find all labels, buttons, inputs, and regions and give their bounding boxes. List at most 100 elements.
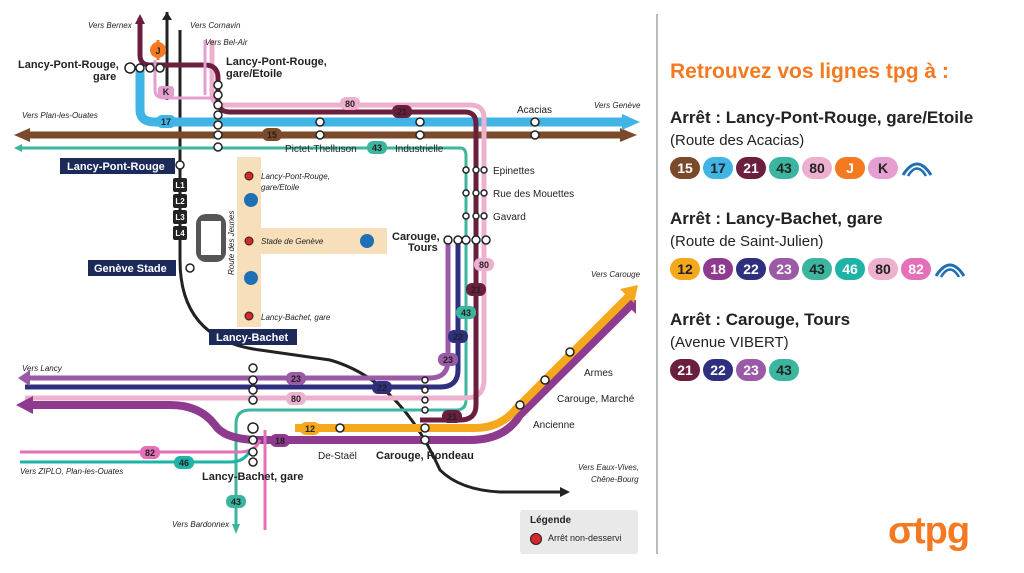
- logo-swoosh-icon: σ: [888, 510, 914, 552]
- svg-text:Stade de Genève: Stade de Genève: [261, 237, 324, 246]
- svg-text:22: 22: [377, 383, 387, 393]
- svg-text:Vers Carouge: Vers Carouge: [591, 270, 641, 279]
- stop-name: Arrêt : Carouge, Tours: [670, 310, 851, 329]
- svg-text:43: 43: [231, 497, 241, 507]
- line-badge: 12: [670, 258, 700, 280]
- svg-text:Tours: Tours: [408, 242, 438, 254]
- pedestrian-icon: [360, 234, 374, 248]
- svg-text:Vers Bel-Air: Vers Bel-Air: [205, 38, 248, 47]
- legend-title: Légende: [530, 515, 572, 526]
- divider: [656, 14, 658, 554]
- line-badge: 21: [736, 157, 766, 179]
- svg-text:23: 23: [291, 374, 301, 384]
- svg-text:L4: L4: [175, 229, 185, 238]
- svg-text:Industrielle: Industrielle: [395, 144, 444, 155]
- line-badge: 23: [769, 258, 799, 280]
- stop-name: Arrêt : Lancy-Bachet, gare: [670, 209, 883, 228]
- line-badge: J: [835, 157, 865, 179]
- svg-text:Pictet-Thelluson: Pictet-Thelluson: [285, 144, 357, 155]
- svg-text:Vers Bernex: Vers Bernex: [88, 21, 133, 30]
- svg-text:gare: gare: [93, 71, 116, 83]
- line-badge: 21: [670, 359, 700, 381]
- svg-text:21: 21: [397, 107, 407, 117]
- svg-text:Ancienne: Ancienne: [533, 420, 575, 431]
- svg-text:Epinettes: Epinettes: [493, 166, 535, 177]
- svg-text:82: 82: [145, 448, 155, 458]
- svg-text:Lancy-Pont-Rouge: Lancy-Pont-Rouge: [67, 161, 165, 173]
- svg-text:17: 17: [161, 117, 171, 127]
- leman-express-wave-icon: [934, 263, 966, 278]
- svg-text:Carouge, Marché: Carouge, Marché: [557, 394, 635, 405]
- line-badge: 46: [835, 258, 865, 280]
- stop-street: (Route de Saint-Julien): [670, 233, 824, 250]
- line-badge: 43: [802, 258, 832, 280]
- leman-express-stops: L1 L2 L3 L4: [173, 178, 187, 240]
- pedestrian-icon: [244, 193, 258, 207]
- station-dots: [124, 62, 575, 467]
- svg-text:J: J: [155, 46, 160, 56]
- box-geneve-stade: [88, 260, 176, 276]
- svg-text:Carouge, Rondeau: Carouge, Rondeau: [376, 450, 474, 462]
- svg-text:15: 15: [267, 130, 277, 140]
- svg-text:Carouge,: Carouge,: [392, 231, 440, 243]
- line-badge: 15: [670, 157, 700, 179]
- svg-text:L1: L1: [175, 181, 185, 190]
- svg-text:22: 22: [453, 332, 463, 342]
- line-badge: 43: [769, 157, 799, 179]
- line-badge: K: [868, 157, 898, 179]
- line-badge: 43: [769, 359, 799, 381]
- stop-name: Arrêt : Lancy-Pont-Rouge, gare/Etoile: [670, 108, 974, 127]
- svg-text:Armes: Armes: [584, 368, 613, 379]
- svg-text:46: 46: [179, 458, 189, 468]
- unserved-stop-icon: [244, 236, 254, 246]
- stop-street: (Avenue VIBERT): [670, 334, 789, 351]
- svg-text:Lancy-Bachet: Lancy-Bachet: [216, 332, 288, 344]
- svg-text:Vers Eaux-Vives,: Vers Eaux-Vives,: [578, 463, 639, 472]
- svg-text:Vers Bardonnex: Vers Bardonnex: [172, 520, 230, 529]
- panel-title: Retrouvez vos lignes tpg à :: [670, 60, 949, 83]
- svg-text:Vers ZIPLO, Plan-les-Ouates: Vers ZIPLO, Plan-les-Ouates: [20, 467, 123, 476]
- stop-block: Arrêt : Lancy-Pont-Rouge, gare/Etoile(Ro…: [670, 108, 1015, 179]
- svg-text:De-Staël: De-Staël: [318, 451, 357, 462]
- svg-text:Vers Genève: Vers Genève: [594, 101, 641, 110]
- svg-text:12: 12: [305, 424, 315, 434]
- svg-text:80: 80: [345, 99, 355, 109]
- svg-text:80: 80: [479, 260, 489, 270]
- svg-text:Lancy-Bachet, gare: Lancy-Bachet, gare: [261, 313, 331, 322]
- svg-text:21: 21: [471, 285, 481, 295]
- svg-text:K: K: [163, 87, 170, 97]
- leman-express-wave-icon: [901, 162, 933, 177]
- svg-text:L3: L3: [175, 213, 185, 222]
- line-badge: 82: [901, 258, 931, 280]
- line-badge: 80: [868, 258, 898, 280]
- box-lancy-pont-rouge: [60, 158, 175, 174]
- svg-text:Gavard: Gavard: [493, 212, 526, 223]
- svg-text:Lancy-Pont-Rouge,: Lancy-Pont-Rouge,: [18, 59, 119, 71]
- svg-text:gare/Etoile: gare/Etoile: [261, 183, 300, 192]
- stop-list: Arrêt : Lancy-Pont-Rouge, gare/Etoile (Ro…: [670, 108, 1015, 381]
- svg-text:43: 43: [372, 143, 382, 153]
- svg-text:Lancy-Bachet, gare: Lancy-Bachet, gare: [202, 471, 303, 483]
- svg-text:Route des Jeunes: Route des Jeunes: [227, 211, 236, 276]
- line-badge: 17: [703, 157, 733, 179]
- unserved-stop-icon: [244, 311, 254, 321]
- svg-text:gare/Etoile: gare/Etoile: [226, 68, 282, 80]
- svg-text:Acacias: Acacias: [517, 105, 552, 116]
- svg-text:80: 80: [291, 394, 301, 404]
- line-badge: 80: [802, 157, 832, 179]
- svg-text:43: 43: [461, 308, 471, 318]
- svg-text:L2: L2: [175, 197, 185, 206]
- box-lancy-bachet: [209, 329, 297, 345]
- unserved-stop-icon: [244, 171, 254, 181]
- line-badge: 22: [736, 258, 766, 280]
- line-badge: 22: [703, 359, 733, 381]
- svg-text:Vers Lancy: Vers Lancy: [22, 364, 63, 373]
- line-badge: 18: [703, 258, 733, 280]
- legend-item-label: Arrêt non-desservi: [548, 533, 622, 543]
- svg-text:23: 23: [443, 355, 453, 365]
- svg-text:Lancy-Pont-Rouge,: Lancy-Pont-Rouge,: [226, 56, 327, 68]
